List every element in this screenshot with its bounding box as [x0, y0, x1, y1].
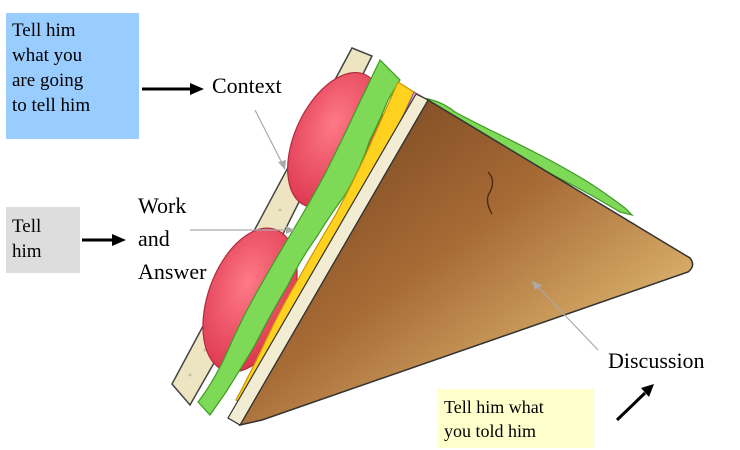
context-pointer: [254, 109, 286, 170]
context-note-box: Tell him what you are going to tell him: [6, 13, 139, 139]
work-and-answer-label: Work and Answer: [138, 193, 207, 284]
discussion-label: Discussion: [608, 348, 705, 373]
discussion-arrow: [615, 384, 654, 422]
front-bread-edge: [227, 93, 429, 426]
lettuce-layer: [197, 58, 401, 416]
context-arrow: [142, 83, 204, 95]
discussion-pointer: [532, 281, 599, 351]
crust-crack: [486, 171, 494, 215]
discussion-note-box: Tell him what you told him: [438, 389, 594, 448]
work-pointer: [190, 226, 295, 234]
context-label: Context: [212, 73, 282, 98]
front-crust-face: [238, 98, 694, 427]
work-note-box: Tell him: [6, 207, 80, 273]
work-arrow: [82, 234, 126, 246]
